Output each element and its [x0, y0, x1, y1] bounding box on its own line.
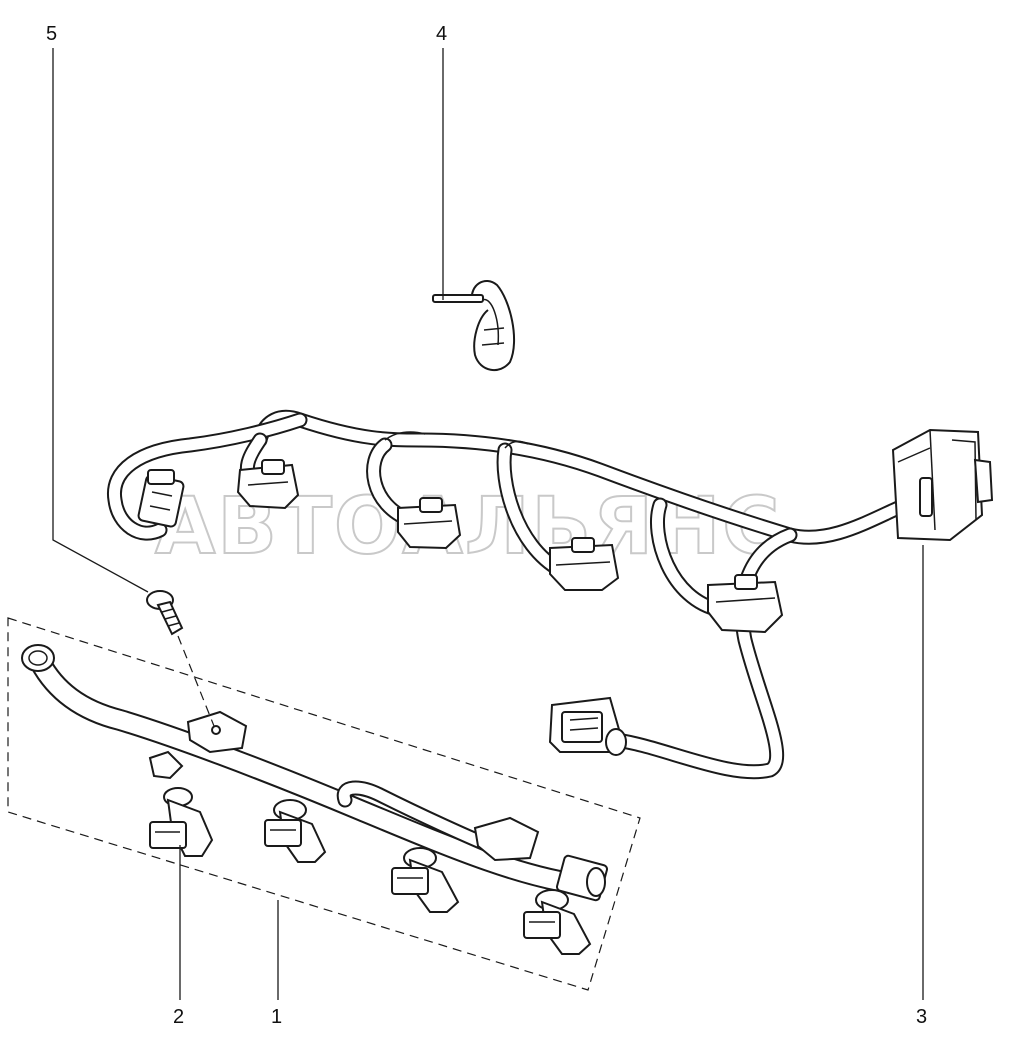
rail-bracket-2: [473, 816, 540, 862]
callout-2: 2: [173, 1006, 184, 1028]
main-harness-plug: [548, 696, 627, 756]
harness-connector-3: [397, 497, 462, 550]
mounting-bolt: [146, 590, 184, 636]
injector-1: [149, 787, 214, 857]
wiring-harness: [107, 409, 913, 780]
harness-connector-4: [549, 537, 620, 591]
fuel-rail-assembly: [7, 617, 641, 991]
harness-connector-5: [707, 574, 784, 634]
callout-3: 3: [916, 1006, 927, 1028]
bolt-alignment-line: [177, 635, 215, 727]
assembly-outline: [7, 617, 641, 991]
harness-connector-1: [137, 469, 185, 528]
harness-connector-2: [236, 459, 300, 510]
leader-lines: [52, 48, 924, 1000]
cable-tie: [432, 280, 516, 371]
injector-3: [391, 847, 460, 913]
injector-4: [523, 889, 592, 955]
injector-rear: [148, 750, 184, 780]
leader-5: [52, 48, 149, 593]
callout-1: 1: [271, 1006, 282, 1028]
injector-2: [264, 799, 327, 863]
ecu-connector-block: [891, 428, 994, 542]
callout-5: 5: [46, 23, 57, 45]
callout-4: 4: [436, 23, 447, 45]
